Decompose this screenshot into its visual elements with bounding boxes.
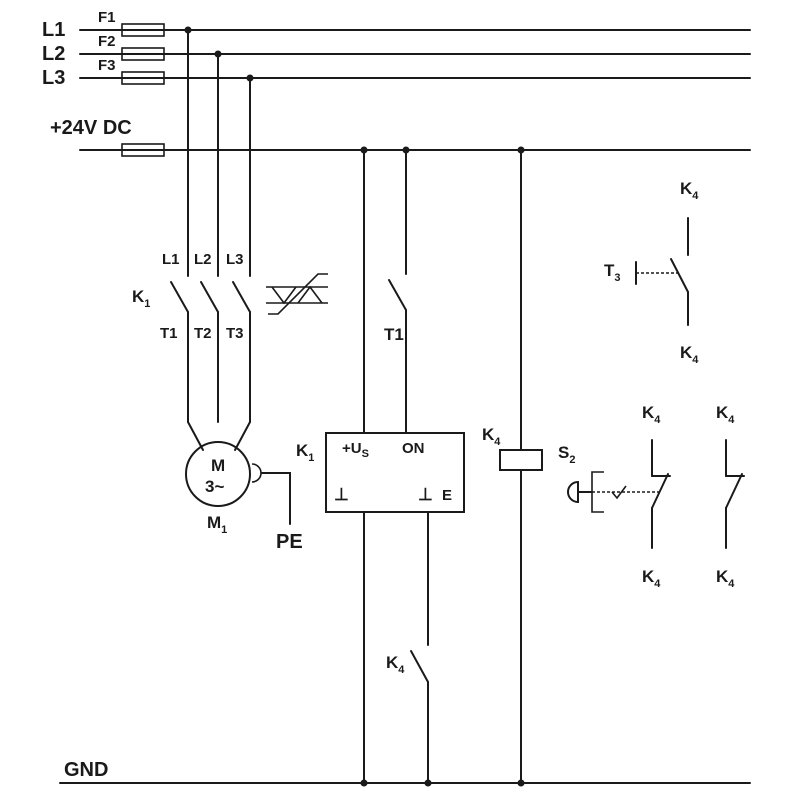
- k1-output-t1: T1: [160, 325, 178, 342]
- junction-on: [402, 146, 410, 154]
- k1-input-l1: L1: [162, 251, 180, 268]
- relay-t1-blade: [388, 279, 407, 311]
- motor-type-phase: 3~: [205, 477, 224, 496]
- rail-l2-label: L2: [42, 43, 65, 65]
- motor-lead-3-bend: [234, 421, 251, 451]
- junction-l2: [214, 50, 222, 58]
- junction-gnd-2: [424, 779, 432, 787]
- pe-label: PE: [276, 531, 303, 553]
- k4-contact-right-blade: [725, 473, 743, 509]
- junction-l3: [246, 74, 254, 82]
- k1-module-on-label: ON: [402, 440, 425, 457]
- k1-power-label: K1: [132, 287, 150, 310]
- junction-l1: [184, 26, 192, 34]
- s2-label: S2: [558, 443, 575, 466]
- k4-coil-label: K4: [482, 425, 501, 448]
- t3-switch: K4 T3 K4: [604, 179, 699, 366]
- s2-button: S2: [558, 443, 660, 513]
- k1-output-t2: T2: [194, 325, 212, 342]
- fuse-f3-symbol: [121, 71, 165, 85]
- s2-mushroom-head: [567, 480, 579, 504]
- k4-contact-bottom-blade: [410, 650, 429, 683]
- t3-blade: [670, 258, 689, 293]
- junction-gnd-3: [517, 779, 525, 787]
- three-phase-rails: L1 L2 L3: [42, 19, 751, 89]
- fuse-f1-symbol: [121, 23, 165, 37]
- k4-contact-right-top-label: K4: [716, 403, 735, 426]
- k4-contact-left-blade: [651, 473, 669, 509]
- dc-rail: +24V DC: [50, 117, 751, 157]
- motor-circle: [185, 441, 251, 507]
- k1-blade-1: [170, 281, 189, 313]
- k4-coil-branch: K4: [482, 146, 543, 787]
- motor-pe-arc: [251, 463, 262, 483]
- fuse-dc-symbol: [121, 143, 165, 157]
- k4-contact-left: K4 K4: [642, 403, 671, 590]
- fuse-f1-label: F1: [98, 9, 116, 26]
- k4-contact-bottom-label: K4: [386, 653, 405, 676]
- k4-contact-left-top-label: K4: [642, 403, 661, 426]
- k1-module: K1 +US ON ⊥ ⊥ E: [296, 432, 465, 513]
- varistor-slash: [268, 273, 328, 315]
- k1-module-ground-e-symbol: ⊥: [418, 485, 433, 504]
- control-wiring: T1 K4: [360, 146, 432, 787]
- relay-t1-label: T1: [384, 325, 404, 344]
- gnd-rail: GND: [59, 759, 751, 784]
- k1-module-box: [325, 432, 465, 513]
- varistor-diode-left: [271, 286, 297, 305]
- k1-module-label: K1: [296, 441, 314, 464]
- k1-output-t3: T3: [226, 325, 244, 342]
- junction-k4-coil: [517, 146, 525, 154]
- s2-detent-icon: [611, 485, 627, 500]
- fuse-f2-label: F2: [98, 33, 116, 50]
- k4-coil-symbol: [499, 449, 543, 471]
- fuse-f2-symbol: [121, 47, 165, 61]
- k1-input-l2: L2: [194, 251, 212, 268]
- k1-blade-2: [200, 281, 219, 313]
- k4-contact-right-bottom-label: K4: [716, 567, 735, 590]
- varistor-diode-right: [297, 285, 323, 304]
- motor-lead-1-bend: [187, 421, 204, 451]
- varistor-symbol: [266, 273, 328, 315]
- contactor-k1-power-contacts: L1 L2 L3 K1 T1 T2 T3: [132, 251, 251, 451]
- junction-gnd-1: [360, 779, 368, 787]
- motor-type-m: M: [211, 456, 225, 475]
- k1-blade-3: [232, 281, 251, 313]
- k4-contact-right: K4 K4: [716, 403, 745, 590]
- k1-module-ground-symbol: ⊥: [334, 485, 349, 504]
- junction-us: [360, 146, 368, 154]
- fuse-f3-label: F3: [98, 57, 116, 74]
- t3-label: T3: [604, 261, 621, 284]
- rail-l3-label: L3: [42, 67, 65, 89]
- pe-lead: [261, 472, 291, 525]
- phase-feeds: [184, 26, 254, 277]
- k1-module-ground-e-label: E: [442, 487, 452, 504]
- t3-top-label: K4: [680, 179, 699, 202]
- fuses: F1 F2 F3: [98, 9, 165, 85]
- k1-module-supply-label: +US: [342, 440, 369, 460]
- motor-m1: M 3~ M1 PE: [185, 441, 303, 553]
- k4-contact-left-bottom-label: K4: [642, 567, 661, 590]
- rail-gnd-label: GND: [64, 759, 108, 781]
- rail-24v-dc-label: +24V DC: [50, 117, 132, 139]
- k1-input-l3: L3: [226, 251, 244, 268]
- t3-bottom-label: K4: [680, 343, 699, 366]
- motor-name: M1: [207, 513, 227, 536]
- rail-l1-label: L1: [42, 19, 65, 41]
